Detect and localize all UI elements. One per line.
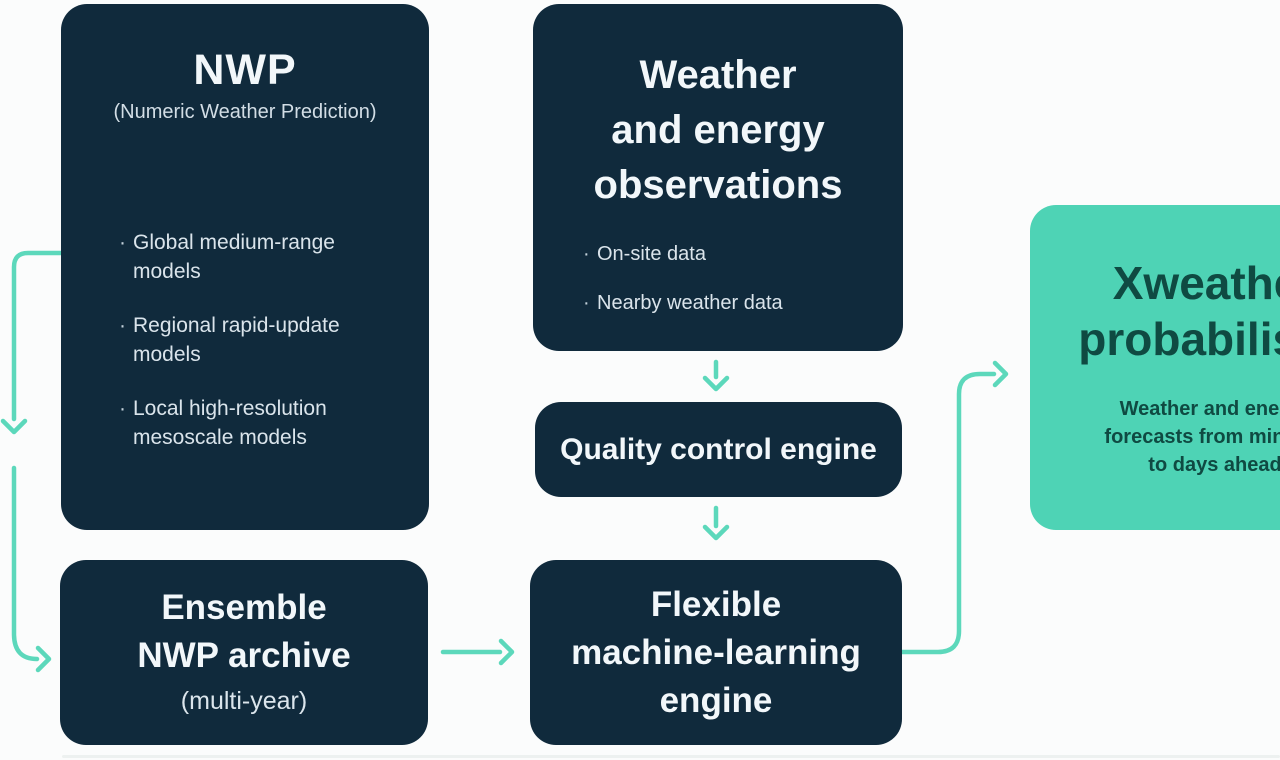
list-item: · Nearby weather data: [583, 291, 783, 315]
quality-control-box: Quality control engine: [535, 402, 902, 497]
ensemble-archive-box: Ensemble NWP archive (multi-year): [60, 560, 428, 745]
body-line: to days ahead: [1148, 454, 1280, 476]
title-line: Xweather: [1112, 257, 1280, 309]
bullet-text: Local high-resolution mesoscale models: [133, 397, 327, 449]
output-description: Weather and energy forecasts from minute…: [1030, 395, 1280, 479]
observations-title: Weather and energy observations: [533, 48, 903, 213]
quality-control-title: Quality control engine: [560, 432, 877, 466]
arrow-into-archive-icon: [11, 465, 52, 673]
bullet-text: On-site data: [597, 243, 706, 265]
ensemble-subtitle: (multi-year): [180, 686, 308, 715]
nwp-bullet-list: · Global medium-range models · Regional …: [119, 228, 378, 477]
list-item: · Global medium-range models: [119, 228, 378, 286]
list-item: · Regional rapid-update models: [119, 311, 378, 369]
bullet-icon: ·: [583, 243, 590, 265]
bottom-divider: [62, 755, 1280, 758]
body-line: Weather and energy: [1119, 398, 1280, 420]
output-title: Xweather probabilistic: [1030, 255, 1280, 367]
arrow-quality-to-ml-icon: [702, 505, 730, 541]
list-item: · Local high-resolution mesoscale models: [119, 394, 378, 452]
title-line: machine-learning: [571, 632, 861, 672]
title-line: and energy: [611, 108, 825, 152]
observations-bullet-list: · On-site data · Nearby weather data: [583, 242, 783, 340]
bullet-icon: ·: [119, 397, 126, 420]
ml-engine-box: Flexible machine-learning engine: [530, 560, 902, 745]
title-line: NWP archive: [137, 635, 351, 675]
nwp-subtitle: (Numeric Weather Prediction): [113, 101, 377, 123]
list-item: · On-site data: [583, 242, 783, 266]
title-line: engine: [659, 680, 773, 720]
bullet-text: Global medium-range models: [133, 231, 335, 283]
arrow-archive-to-ml-icon: [440, 638, 515, 666]
arrow-observations-to-quality-icon: [702, 359, 730, 392]
nwp-title: NWP: [193, 46, 297, 94]
bullet-icon: ·: [583, 292, 590, 314]
nwp-box: NWP (Numeric Weather Prediction) · Globa…: [61, 4, 429, 530]
title-line: probabilistic: [1078, 313, 1280, 365]
bullet-icon: ·: [119, 231, 126, 254]
output-forecast-box: Xweather probabilistic Weather and energ…: [1030, 205, 1280, 530]
observations-box: Weather and energy observations · On-sit…: [533, 4, 903, 351]
bullet-text: Nearby weather data: [597, 292, 783, 314]
title-line: Flexible: [650, 584, 782, 624]
bullet-icon: ·: [119, 314, 126, 337]
title-line: Ensemble: [161, 587, 327, 627]
bullet-text: Regional rapid-update models: [133, 314, 340, 366]
title-line: observations: [593, 163, 843, 207]
arrow-nwp-down-icon: [0, 250, 65, 435]
title-line: Weather: [639, 53, 797, 97]
arrow-ml-to-output-icon: [899, 360, 1009, 655]
body-line: forecasts from minutes: [1104, 426, 1280, 448]
